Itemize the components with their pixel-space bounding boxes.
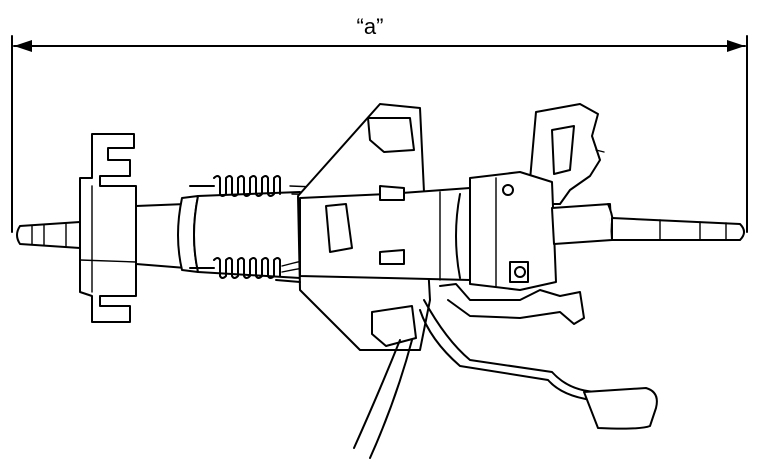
clamp-ring <box>469 171 557 291</box>
bellows-collar <box>177 191 301 279</box>
tilt-lever <box>529 103 605 205</box>
dimension-label: “a” <box>356 14 384 39</box>
bolt-icon <box>502 184 514 196</box>
dimension-line <box>11 35 748 233</box>
left-shaft-end <box>16 221 81 249</box>
bolt-icon <box>514 266 526 278</box>
connector <box>583 387 658 430</box>
lower-frame <box>275 279 585 325</box>
right-shaft <box>551 203 745 245</box>
wire-harness <box>353 299 601 459</box>
column-housing <box>299 185 471 281</box>
mounting-flange <box>79 133 137 323</box>
